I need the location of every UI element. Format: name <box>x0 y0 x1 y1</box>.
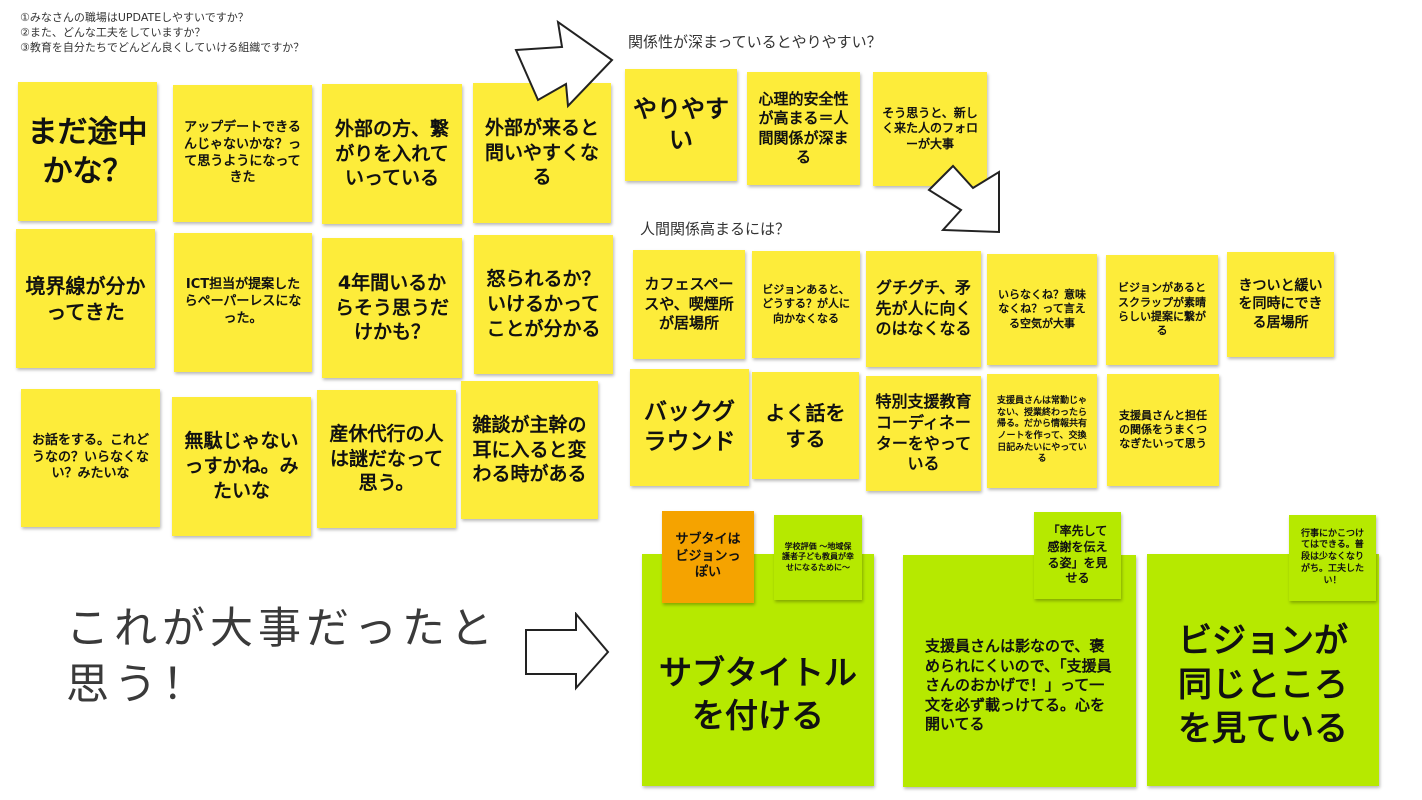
sticky-note[interactable]: まだ途中かな？ <box>18 82 157 221</box>
arrow-down-right-icon <box>927 164 1000 234</box>
sticky-note[interactable]: カフェスペースや、喫煙所が居場所 <box>633 250 745 359</box>
sticky-note[interactable]: 雑談が主幹の耳に入ると変わる時がある <box>461 381 598 519</box>
sticky-note[interactable]: きついと緩いを同時にできる居場所 <box>1227 252 1334 357</box>
arrow-right-icon <box>514 19 614 109</box>
subtitle-label: サブタイトルを付ける <box>659 653 857 735</box>
sticky-note[interactable]: やりやすい <box>625 69 737 181</box>
sticky-note[interactable]: 支援員さんは常勤じゃない、授業終わったら帰る。だから情報共有ノートを作って、交換… <box>987 374 1097 488</box>
important-statement: これが大事だったと思う！ <box>66 604 498 710</box>
sticky-note[interactable]: 外部の方、繋がりを入れていっている <box>322 84 462 224</box>
sticky-note[interactable]: 特別支援教育コーディネーターをやっている <box>866 376 981 491</box>
sticky-note[interactable]: そう思うと、新しく来た人のフォローが大事 <box>873 72 987 186</box>
sticky-note[interactable]: ビジョンがあるとスクラップが素晴らしい提案に繋がる <box>1106 255 1218 365</box>
vision-label: ビジョンが同じところを見ている <box>1178 620 1348 750</box>
sticky-note-subtitle-vision[interactable]: サブタイはビジョンっぽい <box>662 511 754 603</box>
sticky-note[interactable]: 産休代行の人は謎だなって思う。 <box>317 390 456 528</box>
heading-relation: 関係性が深まっているとやりやすい？ <box>628 33 882 51</box>
sticky-note[interactable]: 支援員さんと担任の関係をうまくつなぎたいって思う <box>1107 374 1219 486</box>
sticky-note[interactable]: 無駄じゃないっすかね。みたいな <box>172 397 311 536</box>
sticky-note[interactable]: ビジョンあると、どうする？が人に向かなくなる <box>752 251 860 358</box>
sticky-note[interactable]: 心理的安全性が高まる＝人間関係が深まる <box>747 72 860 185</box>
sticky-note-gratitude[interactable]: 「率先して感謝を伝える姿」を見せる <box>1034 512 1121 599</box>
arrow-right-icon <box>525 612 610 691</box>
sticky-note[interactable]: いらなくね？意味なくね？って言える空気が大事 <box>987 254 1097 365</box>
sticky-note[interactable]: 境界線が分かってきた <box>16 229 155 368</box>
sticky-note[interactable]: アップデートできるんじゃないかな？って思うようになってきた <box>173 85 312 222</box>
sticky-note-vision[interactable]: ビジョンが同じところを見ている <box>1147 554 1379 786</box>
sticky-note[interactable]: お話をする。これどうなの？いらなくない？みたいな <box>21 389 160 527</box>
sticky-note[interactable]: 4年間いるからそう思うだけかも？ <box>322 238 462 378</box>
supporter-label: 支援員さんは影なので、褒められにくいので、「支援員さんのおかげで！」って一文を必… <box>925 637 1112 734</box>
heading-human: 人間関係高まるには？ <box>640 220 791 238</box>
sticky-note-events[interactable]: 行事にかこつけてはできる。普段は少なくなりがち。工夫したい！ <box>1289 515 1376 601</box>
sticky-note[interactable]: 外部が来ると問いやすくなる <box>473 83 611 223</box>
sticky-note-subtitle-eval[interactable]: 学校評価 〜地域保護者子ども教員が幸せになるために〜 <box>774 515 862 600</box>
sticky-note[interactable]: グチグチ、矛先が人に向くのはなくなる <box>866 251 981 367</box>
sticky-note[interactable]: 怒られるか？いけるかってことが分かる <box>474 235 613 374</box>
question-3: ③教育を自分たちでどんどん良くしていける組織ですか？ <box>20 41 305 54</box>
sticky-note[interactable]: バックグラウンド <box>630 369 749 486</box>
sticky-note[interactable]: よく話をする <box>752 372 859 479</box>
question-1: ①みなさんの職場はUPDATEしやすいですか？ <box>20 11 249 24</box>
sticky-note[interactable]: ICT担当が提案したらペーパーレスになった。 <box>174 233 312 372</box>
question-2: ②また、どんな工夫をしていますか？ <box>20 26 206 39</box>
